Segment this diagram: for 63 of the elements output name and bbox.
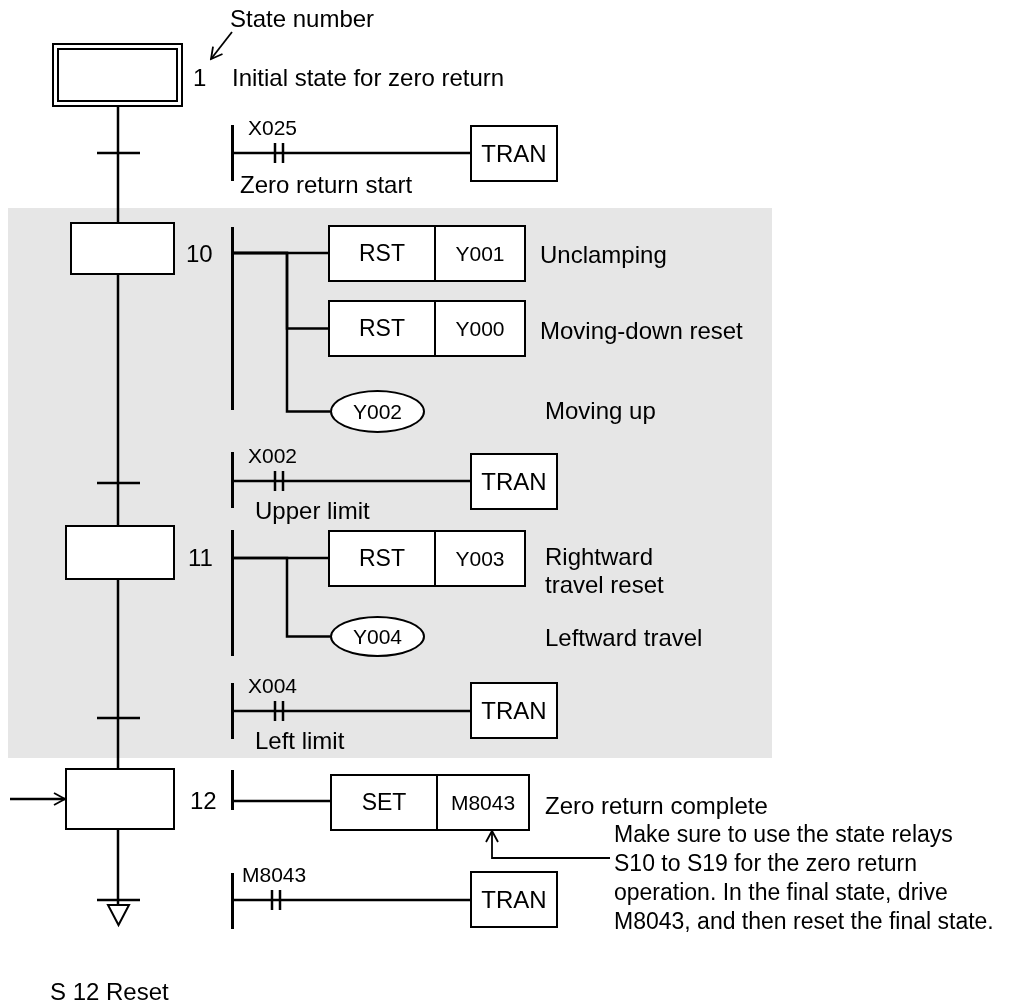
device-label: X025: [247, 116, 299, 140]
instruction-block: [328, 300, 526, 357]
state-description: Initial state for zero return: [232, 64, 505, 92]
device-name: Y001: [454, 240, 506, 267]
ladder-rail: [231, 770, 234, 810]
contact-comment: Upper limit: [255, 497, 370, 525]
instruction-code: RST: [330, 227, 436, 280]
tran-instruction: TRAN: [470, 682, 558, 739]
sfc-link: [116, 107, 120, 222]
ladder-wire: [234, 556, 330, 638]
output-comment: Moving-down reset: [540, 317, 743, 345]
ladder-wire: [314, 709, 470, 713]
ladder-rail: [231, 683, 234, 739]
callout-text: State number: [230, 6, 375, 33]
tran-instruction: TRAN: [470, 453, 558, 510]
instruction-block: [330, 774, 530, 831]
tran-instruction: TRAN: [470, 125, 558, 182]
ladder-wire: [234, 251, 330, 413]
ladder-rail: [231, 873, 234, 929]
instruction-code: RST: [330, 302, 436, 355]
state-number: 10: [186, 240, 213, 268]
initial-state-box: [52, 43, 183, 107]
ladder-wire: [314, 151, 470, 155]
ladder-wire: [314, 479, 470, 483]
state-box: [65, 525, 175, 580]
output-comment: Unclamping: [540, 241, 667, 269]
state-box: [70, 222, 175, 275]
device-label: X002: [247, 444, 299, 468]
note-text: Make sure to use the state relays S10 to S19 for the zero return operation. In the final state, drive M8043, and then reset the final state.: [614, 820, 996, 936]
sfc-link: [116, 830, 120, 904]
ladder-rail: [231, 452, 234, 508]
output-comment: Rightward travel reset: [545, 543, 665, 599]
state-number: 1: [193, 64, 207, 92]
contact-comment: Zero return start: [240, 171, 413, 199]
sfc-link: [116, 275, 120, 525]
ladder-wire: [314, 898, 470, 902]
output-comment: Zero return complete: [545, 792, 768, 820]
device-name: Y003: [454, 545, 506, 572]
device-name: Y000: [454, 315, 506, 342]
leader-arrow: [485, 830, 611, 859]
contact-comment: Left limit: [255, 727, 345, 755]
device-label: X004: [247, 674, 299, 698]
end-triangle: [107, 904, 130, 926]
ladder-rail: [231, 125, 234, 181]
device-label: M8043: [241, 863, 308, 887]
leader-arrow: [210, 31, 233, 60]
tran-instruction: TRAN: [470, 871, 558, 928]
entry-arrow: [10, 792, 66, 806]
instruction-block: [328, 530, 526, 587]
reset-label: S 12 Reset: [50, 978, 169, 1005]
ladder-wire: [234, 799, 330, 803]
device-name: M8043: [449, 789, 517, 816]
ladder-rail: [231, 227, 234, 410]
output-comment: Moving up: [545, 397, 656, 425]
state-number: 12: [190, 787, 217, 815]
sfc-link: [116, 580, 120, 768]
output-comment: Leftward travel: [545, 624, 703, 652]
instruction-code: RST: [330, 532, 436, 585]
state-box: [65, 768, 175, 830]
instruction-code: SET: [332, 776, 438, 829]
ladder-rail: [231, 530, 234, 656]
state-number: 11: [188, 544, 213, 572]
instruction-block: [328, 225, 526, 282]
